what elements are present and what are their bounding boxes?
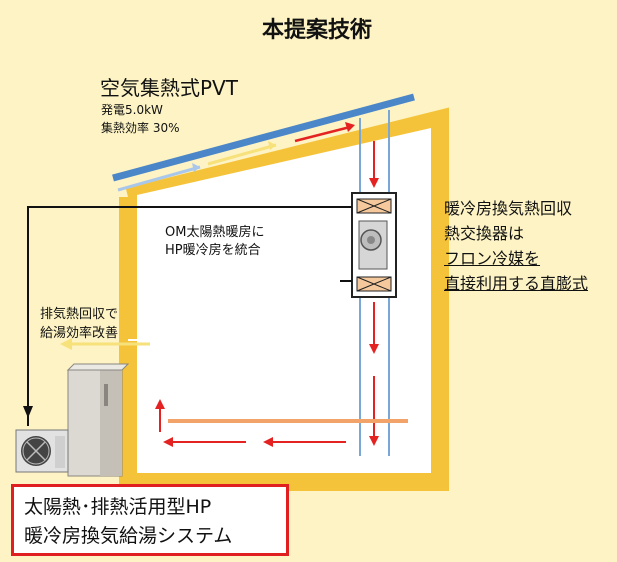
ridge-flow-arrow: [294, 125, 351, 143]
hx-note-line1: 暖冷房換気熱回収: [444, 199, 573, 218]
air-flow-arrow-1: [117, 165, 201, 192]
system-name-box: 太陽熱･排熱活用型HP 暖冷房換気給湯システム: [11, 484, 289, 556]
exhaust-note-line2: 給湯効率改善: [40, 326, 119, 341]
om-note-line1: OM太陽熱暖房に: [165, 225, 265, 240]
pvt-label: 空気集熱式PVT: [100, 76, 238, 100]
hx-note: 暖冷房換気熱回収 熱交換器は フロン冷媒を 直接利用する直膨式: [444, 196, 588, 296]
duct-arrowhead-bottom: [369, 436, 379, 446]
air-flow-arrow-2: [207, 143, 277, 166]
pvt-panel: [112, 93, 415, 182]
air-flow-arrowhead-2: [268, 141, 276, 150]
hx-note-line3: フロン冷媒を: [444, 249, 541, 268]
om-note-line2: HP暖冷房を統合: [165, 243, 261, 258]
pvt-power: 発電5.0kW: [101, 103, 163, 117]
duct-arrowhead-mid: [369, 344, 379, 354]
duct-arrowhead-top: [369, 178, 379, 188]
pvt-efficiency: 集熱効率 30%: [101, 121, 180, 135]
diagram-title: 本提案技術: [262, 18, 373, 43]
system-name-line1: 太陽熱･排熱活用型HP: [24, 496, 212, 518]
floor-arrowhead-1: [263, 437, 273, 447]
hx-note-line2: 熱交換器は: [444, 224, 525, 243]
air-flow-arrowhead-1: [192, 163, 200, 172]
house-wall-outer: [119, 107, 449, 491]
floor-arrowhead-up: [155, 399, 165, 409]
refrigerant-pipe: [27, 206, 352, 426]
house-interior-gable: [137, 128, 431, 195]
floor-arrowhead-2: [163, 437, 173, 447]
outdoor-unit-icon: [15, 429, 69, 473]
heat-exchanger-icon: [356, 198, 392, 292]
system-name-line2: 暖冷房換気給湯システム: [24, 525, 233, 547]
exhaust-note-line1: 排気熱回収で: [40, 307, 119, 322]
pipe-arrowhead: [23, 406, 33, 418]
exhaust-arrowhead: [60, 338, 72, 350]
water-tank-icon: [66, 363, 130, 477]
fan-icon: [358, 220, 388, 270]
hx-note-line4: 直接利用する直膨式: [444, 274, 589, 293]
ridge-flow-arrowhead: [345, 122, 355, 132]
